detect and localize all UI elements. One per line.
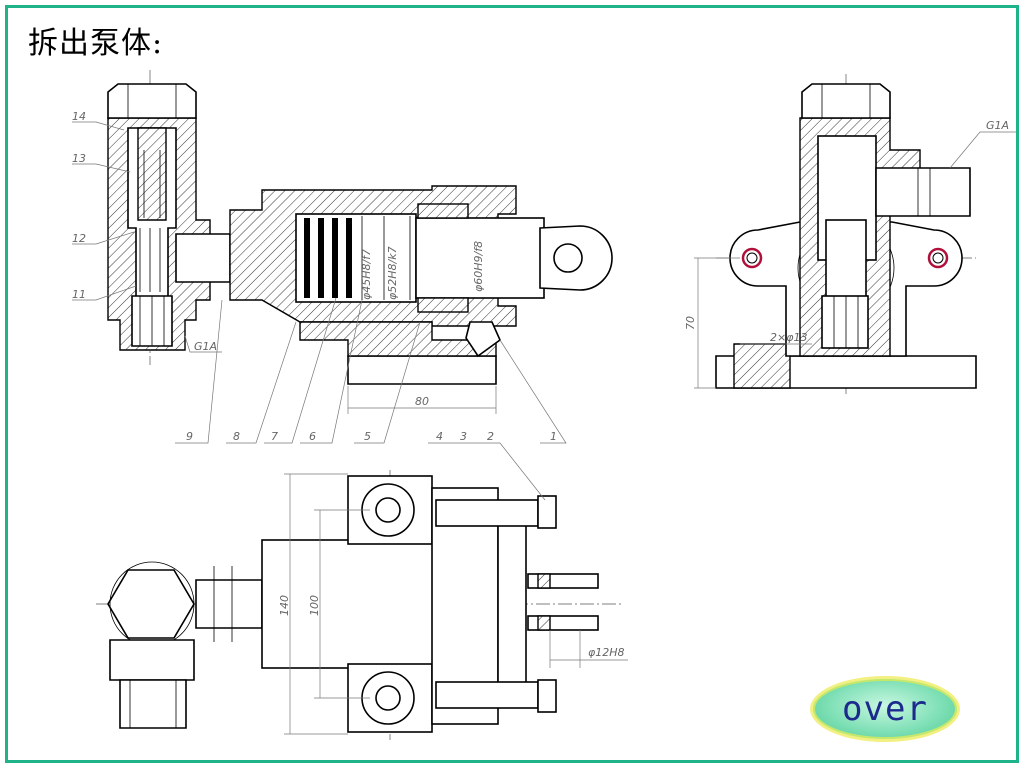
fit-60-label: φ60H9/f8 <box>472 241 485 292</box>
part-number-2: 2 <box>487 430 494 443</box>
fit-52-label: φ52H8/k7 <box>386 246 399 300</box>
part-number-14: 14 <box>72 110 86 123</box>
over-button-label: over <box>842 689 928 729</box>
dim-100-label: 100 <box>308 595 321 616</box>
part-number-7: 7 <box>271 430 278 443</box>
over-button[interactable]: over <box>810 676 960 742</box>
thread-label-front: G1A <box>194 340 217 353</box>
dim-140-label: 140 <box>278 595 291 616</box>
top-view: 140 100 φ12H8 <box>96 442 628 740</box>
part-number-5: 5 <box>364 430 371 443</box>
part-number-1: 1 <box>550 430 557 443</box>
part-number-9: 9 <box>186 430 193 443</box>
part-number-4: 4 <box>436 430 443 443</box>
part-number-12: 12 <box>72 232 86 245</box>
holes-label: 2×φ13 <box>770 331 807 344</box>
fit-45-label: φ45H8/f7 <box>360 249 373 300</box>
page-title: 拆出泵体: <box>28 26 164 61</box>
part-number-3: 3 <box>460 430 467 443</box>
part-number-6: 6 <box>309 430 316 443</box>
fit-12-label: φ12H8 <box>588 646 625 659</box>
thread-label-side: G1A <box>986 119 1009 132</box>
part-number-8: 8 <box>233 430 240 443</box>
dim-80-label: 80 <box>415 395 429 408</box>
dim-70-label: 70 <box>684 316 697 330</box>
front-view: 80 φ45H8/f7 φ52H8/k7 φ60H9/f8 14 13 12 1… <box>72 70 613 444</box>
side-view: G1A 70 2×φ13 <box>684 74 1016 394</box>
part-number-11: 11 <box>72 288 86 301</box>
part-number-13: 13 <box>72 152 86 165</box>
